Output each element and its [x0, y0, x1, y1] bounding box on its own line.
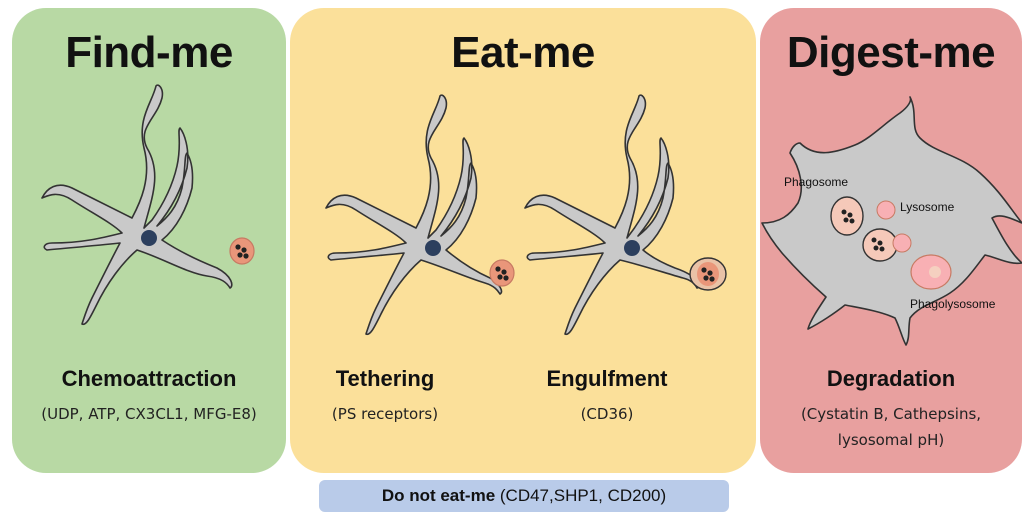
tethering-detail: (PS receptors) [310, 401, 460, 427]
chemoattraction-detail: (UDP, ATP, CX3CL1, MFG-E8) [12, 401, 286, 427]
tethering-label: Tethering [310, 366, 460, 392]
degradation-label: Degradation [760, 366, 1022, 392]
apoptotic-cell-engulfed [697, 262, 719, 286]
degradation-detail-line1: (Cystatin B, Cathepsins, [760, 401, 1022, 427]
find-me-title: Find-me [12, 28, 286, 78]
phagosome-label: Phagosome [784, 175, 848, 189]
phagolysosome-label: Phagolysosome [910, 297, 996, 311]
engulfment-label: Engulfment [532, 366, 682, 392]
engulfment-detail: (CD36) [532, 401, 682, 427]
do-not-eat-me-detail: (CD47,SHP1, CD200) [495, 486, 666, 505]
lysosome-label: Lysosome [900, 200, 955, 214]
microglia-cell-engulfment [525, 88, 755, 388]
do-not-eat-me-banner: Do not eat-me (CD47,SHP1, CD200) [319, 480, 729, 512]
apoptotic-cell-tethered [490, 260, 514, 286]
digest-me-title: Digest-me [760, 28, 1022, 78]
microglia-cell-find [12, 78, 286, 378]
eat-me-panel: Eat-me Tethering (PS receptors) Engul [290, 8, 756, 473]
microglia-cell-tethering [300, 88, 530, 388]
chemoattraction-label: Chemoattraction [12, 366, 286, 392]
apoptotic-cell-find [230, 238, 254, 264]
do-not-eat-me-label: Do not eat-me [382, 486, 495, 505]
eat-me-title: Eat-me [290, 28, 756, 78]
digest-me-panel: Digest-me Phagosome Lysosome Phagolysoso… [760, 8, 1022, 473]
microglia-cell-digest: Phagosome Lysosome Phagolysosome [760, 83, 1022, 383]
degradation-detail-line2: lysosomal pH) [760, 427, 1022, 453]
find-me-panel: Find-me Chemoattraction (UDP, ATP, CX3CL… [12, 8, 286, 473]
